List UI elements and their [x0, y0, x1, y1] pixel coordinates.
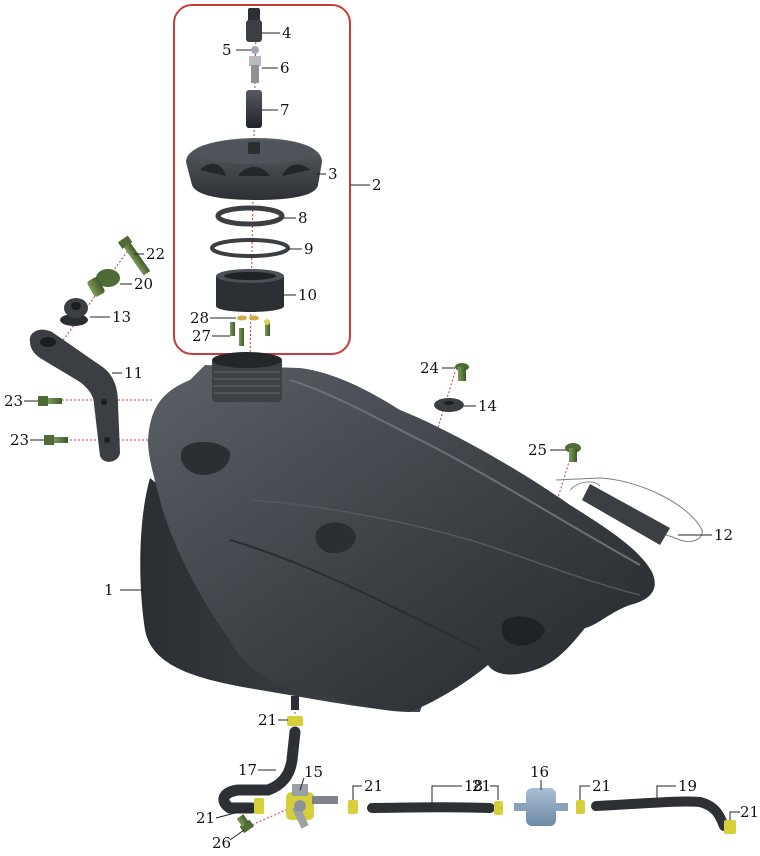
pad-part-14: [434, 398, 464, 412]
clamp-part-21-hose19: [576, 800, 585, 814]
callout-7: 7: [280, 101, 290, 119]
callout-16: 16: [530, 763, 549, 781]
center-line-bracket: [55, 244, 133, 351]
callout-20: 20: [134, 275, 153, 293]
callout-2: 2: [372, 176, 382, 194]
clamp-part-21-hose18-right: [494, 801, 503, 815]
callout-labels: 1 2 3 4 5 6 7 8 9 10 11 12 13 14 15 16 1…: [4, 24, 759, 852]
o-ring-part-9: [210, 238, 290, 258]
callout-21-end: 21: [740, 803, 759, 821]
callout-19: 19: [678, 777, 697, 795]
callout-5: 5: [222, 41, 232, 59]
fuel-filter-part-16: [514, 788, 568, 826]
leader-lines: [24, 32, 740, 841]
gasket-part-8: [215, 205, 285, 227]
screw-part-27: [230, 319, 270, 346]
callout-25: 25: [528, 441, 547, 459]
callout-21-hose18-left: 21: [364, 777, 383, 795]
callout-14: 14: [478, 397, 497, 415]
callout-4: 4: [282, 24, 292, 42]
clamp-part-21-tap: [254, 798, 264, 814]
vent-cap-part-4: [246, 8, 262, 42]
fuel-tap-part-15: [286, 784, 338, 829]
ball-part-5: [251, 46, 259, 54]
valve-part-6: [249, 56, 261, 83]
callout-8: 8: [298, 209, 308, 227]
callout-10: 10: [298, 286, 317, 304]
callout-9: 9: [304, 240, 314, 258]
callout-21-hose19: 21: [592, 777, 611, 795]
bolt-part-22: [117, 235, 151, 276]
grommet-part-13: [60, 298, 88, 326]
hose-part-19: [591, 796, 729, 831]
bolt-part-23-upper: [38, 396, 62, 406]
callout-15: 15: [304, 763, 323, 781]
callout-24: 24: [420, 359, 439, 377]
bolt-part-25: [565, 443, 581, 462]
callout-13: 13: [112, 308, 131, 326]
clamp-part-21-hose18-left: [348, 800, 358, 814]
bolt-part-23-lower: [44, 435, 68, 445]
callout-27: 27: [192, 327, 211, 345]
hose-part-17: [218, 726, 301, 814]
bolt-part-26: [236, 814, 255, 834]
callout-28: 28: [190, 309, 209, 327]
clamp-part-21-end: [724, 820, 736, 834]
fuel-tank: [140, 352, 655, 712]
callout-3: 3: [328, 165, 338, 183]
bolt-part-24: [455, 363, 469, 381]
washer-part-28b: [249, 315, 259, 321]
callout-23-upper: 23: [4, 392, 23, 410]
tube-part-7: [246, 90, 262, 128]
callout-21-outlet: 21: [258, 711, 277, 729]
callout-22: 22: [146, 245, 165, 263]
washer-part-28: [237, 315, 247, 321]
callout-18: 18: [464, 777, 483, 795]
callout-26: 26: [212, 834, 231, 852]
hose-part-18: [367, 802, 495, 813]
fuel-cap-part-3: [186, 138, 322, 200]
flange-part-20: [87, 269, 120, 297]
callout-6: 6: [280, 59, 290, 77]
callout-23-lower: 23: [10, 431, 29, 449]
callout-12: 12: [714, 526, 733, 544]
callout-17: 17: [238, 761, 257, 779]
callout-21-hose18-right: 21: [472, 777, 491, 795]
callout-11: 11: [124, 364, 143, 382]
clamp-part-21-outlet: [287, 716, 303, 726]
callout-21-tap: 21: [196, 809, 215, 827]
bracket-part-11: [29, 329, 120, 462]
callout-1: 1: [104, 581, 114, 599]
collar-part-10: [216, 269, 284, 312]
